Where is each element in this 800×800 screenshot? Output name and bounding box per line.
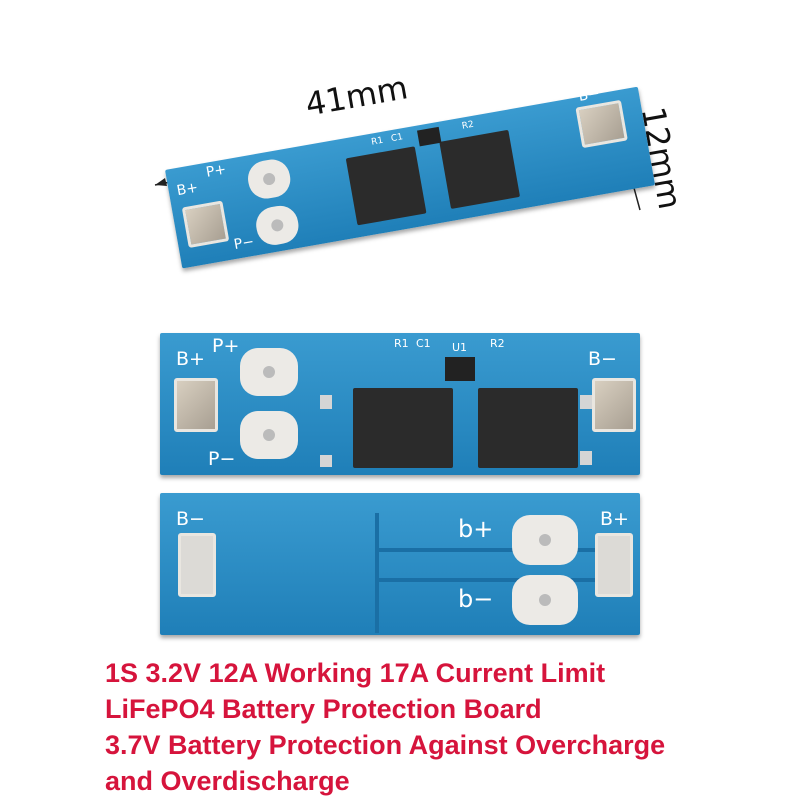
b-plus-small-pad	[512, 515, 578, 565]
label-b-small-plus: b+	[458, 515, 494, 543]
label-c1: C1	[390, 132, 404, 145]
label-b-minus: B−	[588, 348, 617, 370]
b-plus-back-pad	[595, 533, 633, 597]
label-b-plus: B+	[176, 348, 205, 370]
p-plus-pad	[240, 348, 298, 396]
u1-chip	[445, 357, 475, 381]
b-minus-pad	[592, 378, 636, 432]
caption-line-4: and Overdischarge	[105, 766, 350, 796]
caption-line-3: 3.7V Battery Protection Against Overchar…	[105, 730, 666, 760]
label-b-minus: B−	[577, 85, 602, 105]
label-b-plus: B+	[600, 508, 629, 530]
b-minus-back-pad	[178, 533, 216, 597]
label-p-minus: P−	[208, 448, 236, 470]
label-c1: C1	[416, 337, 431, 350]
label-r1: R1	[394, 337, 409, 350]
label-b-minus: B−	[176, 508, 205, 530]
caption-line-1: 1S 3.2V 12A Working 17A Current Limit	[105, 658, 606, 688]
label-p-minus: P−	[232, 233, 256, 254]
label-r1: R1	[370, 135, 385, 148]
label-r2: R2	[461, 119, 475, 132]
caption-line-2: LiFePO4 Battery Protection Board	[105, 694, 542, 724]
label-u1: U1	[452, 341, 468, 354]
pcb-back: B− B+ b+ b−	[160, 493, 640, 635]
b-plus-pad	[174, 378, 218, 432]
label-p-plus: P+	[204, 161, 228, 181]
b-minus-small-pad	[512, 575, 578, 625]
label-p-plus: P+	[212, 335, 240, 357]
product-caption: 1S 3.2V 12A Working 17A Current Limit Li…	[105, 655, 795, 799]
mosfet-2	[478, 388, 578, 468]
pcb-front: B+ P+ P− B− R1 C1 U1 R2	[160, 333, 640, 475]
p-minus-pad	[240, 411, 298, 459]
mosfet-1	[353, 388, 453, 468]
label-r2: R2	[490, 337, 505, 350]
label-b-small-minus: b−	[458, 585, 494, 613]
label-b-plus: B+	[175, 179, 200, 200]
